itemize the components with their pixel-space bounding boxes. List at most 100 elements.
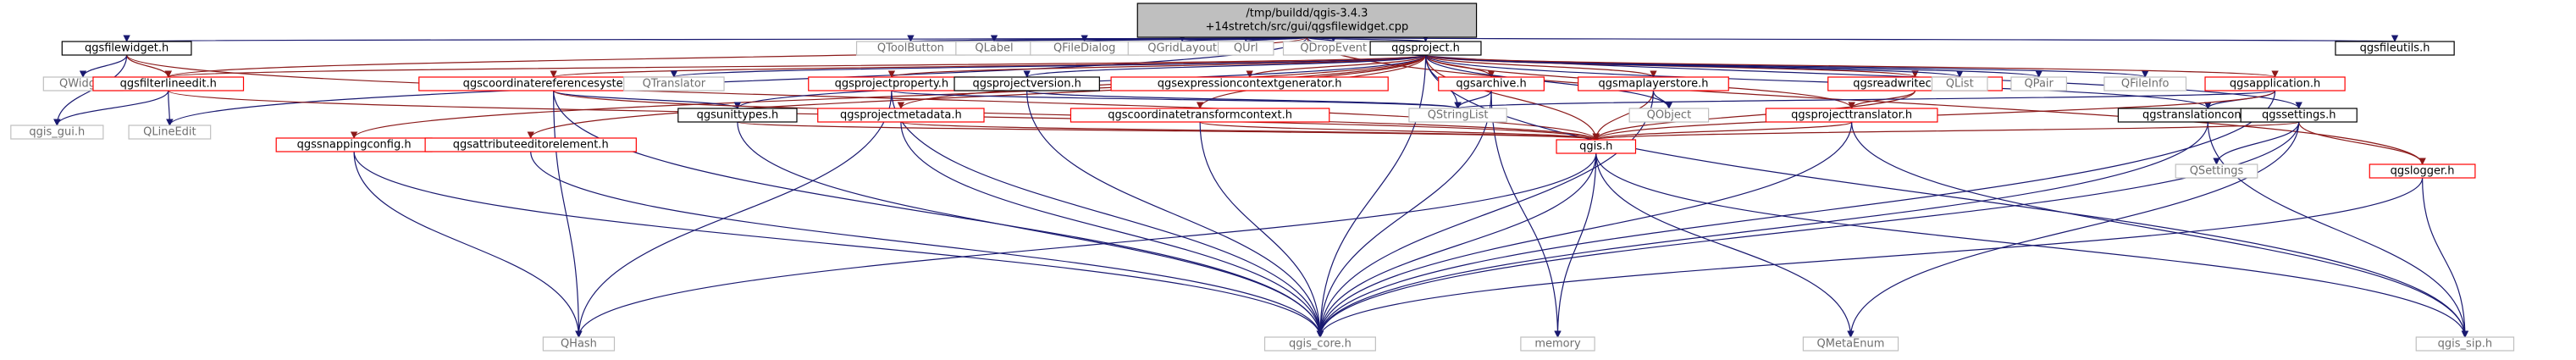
node-label: QList	[1946, 78, 1974, 91]
node-qgis-sip-h[interactable]: qgis_sip.h	[2415, 336, 2515, 352]
node-qdropevent[interactable]: QDropEvent	[1282, 41, 1385, 56]
node-box	[128, 125, 212, 140]
edge-qgssettings-h-to-qmetaenum	[1847, 121, 2300, 338]
node-qstringlist[interactable]: QStringList	[1408, 108, 1507, 123]
edge-qgsprojectversion-h-to-qgis-core-h	[1026, 90, 1324, 338]
node-qgsattributeeditorelement-h[interactable]: qgsattributeeditorelement.h	[424, 137, 637, 152]
node-qhash[interactable]: QHash	[542, 336, 616, 352]
edge-root-to-qgsfilewidget-h	[126, 34, 1307, 42]
node-box	[61, 41, 192, 56]
node-box	[1628, 108, 1710, 123]
edge-qgssettings-h-to-qgslogger-h	[2298, 121, 2426, 165]
node-qgis-gui-h[interactable]: qgis_gui.h	[10, 125, 104, 140]
node-box	[1802, 336, 1899, 352]
node-label: QUrl	[1234, 42, 1258, 55]
node-qgsfileutils-h[interactable]: qgsfileutils.h	[2335, 41, 2455, 56]
edge-qgssettings-h-to-qsettings	[2213, 121, 2300, 165]
node-qgsprojecttranslator-h[interactable]: qgsprojecttranslator.h	[1765, 108, 1938, 123]
edge-qgsproject-h-to-qgsprojectproperty-h	[888, 54, 1427, 78]
node-box	[2415, 336, 2515, 352]
node-label: qgssnappingconfig.h	[297, 139, 412, 152]
edge-qgsproject-h-to-qgsprojectversion-h	[1023, 54, 1427, 78]
node-qgssnappingconfig-h[interactable]: qgssnappingconfig.h	[275, 137, 433, 152]
node-label: qgsattributeeditorelement.h	[453, 139, 609, 152]
edge-qgsproject-h-to-qgsfilterlineedit-h	[165, 54, 1427, 78]
node-label: qgsfilewidget.h	[85, 42, 169, 55]
node-qgsexpressioncontextgenerator-h[interactable]: qgsexpressioncontextgenerator.h	[1110, 76, 1389, 91]
node-label: qgis_sip.h	[2438, 338, 2492, 351]
edge-qgslogger-h-to-qgis-sip-h	[2421, 177, 2469, 338]
edge-qgsproject-h-to-qgsmaplayerstore-h	[1424, 54, 1657, 78]
node-label: qgssettings.h	[2262, 109, 2336, 122]
node-qgridlayout[interactable]: QGridLayout	[1127, 41, 1237, 56]
node-qurl[interactable]: QUrl	[1217, 41, 1274, 56]
edge-root-to-qgslogger-h	[1306, 36, 2426, 165]
node-qgscoordinatetransformcontext-h[interactable]: qgscoordinatetransformcontext.h	[1070, 108, 1330, 123]
node-label: qgis_gui.h	[29, 126, 85, 139]
edge-qgsproject-h-to-qgsexpressioncontextgenerator-h	[1246, 54, 1427, 78]
node-qgsprojectmetadata-h[interactable]: qgsprojectmetadata.h	[817, 108, 985, 123]
node-qlist[interactable]: QList	[1931, 76, 1988, 91]
node-label: qgscoordinatetransformcontext.h	[1108, 109, 1292, 122]
node-qgsprojectversion-h[interactable]: qgsprojectversion.h	[954, 76, 1100, 91]
node-box	[542, 336, 616, 352]
node-qobject[interactable]: QObject	[1628, 108, 1710, 123]
node-label: memory	[1534, 338, 1581, 351]
node-label: QObject	[1647, 109, 1692, 122]
node-box	[1369, 41, 1482, 56]
node-box	[10, 125, 104, 140]
node-root[interactable]: /tmp/buildd/qgis-3.4.3+14stretch/src/gui…	[1136, 3, 1478, 38]
node-qgsproject-h[interactable]: qgsproject.h	[1369, 41, 1482, 56]
node-box	[92, 76, 245, 91]
node-qmetaenum[interactable]: QMetaEnum	[1802, 336, 1899, 352]
edge-qgstranslationcontext-h-to-qgis-core-h	[1316, 121, 2208, 338]
node-label: QMetaEnum	[1817, 338, 1885, 351]
edge-qgsproject-h-to-qpair	[1424, 54, 2043, 78]
node-qgsprojectproperty-h[interactable]: qgsprojectproperty.h	[808, 76, 976, 91]
edge-qgsfilewidget-h-to-qgsfilterlineedit-h	[126, 54, 172, 78]
edge-qgscoordinatereferencesystem-h-to-qgis-core-h	[553, 90, 1324, 338]
edge-qgsprojecttranslator-h-to-qgis-h	[1592, 121, 1853, 141]
node-label: qgscoordinatereferencesystem.h	[463, 78, 644, 91]
edge-qgsfilterlineedit-h-to-qlineedit	[166, 90, 174, 126]
node-memory[interactable]: memory	[1520, 336, 1595, 352]
node-qsettings[interactable]: QSettings	[2175, 163, 2258, 179]
edge-qgsprojectmetadata-h-to-qgis-h	[900, 121, 1600, 141]
node-qlabel[interactable]: QLabel	[955, 41, 1033, 56]
node-box	[1217, 41, 1274, 56]
node-qgsfilewidget-h[interactable]: qgsfilewidget.h	[61, 41, 192, 56]
node-qgsapplication-h[interactable]: qgsapplication.h	[2204, 76, 2346, 91]
node-qgsarchive-h[interactable]: qgsarchive.h	[1438, 76, 1545, 91]
edge-qgsprojectmetadata-h-to-qgis-core-h	[900, 121, 1324, 338]
edge-qgsattributeeditorelement-h-to-qgis-core-h	[530, 151, 1324, 338]
node-label: QLabel	[975, 42, 1013, 55]
node-qgis-h[interactable]: qgis.h	[1556, 139, 1637, 154]
node-box	[2103, 76, 2187, 91]
node-qgsfilterlineedit-h[interactable]: qgsfilterlineedit.h	[92, 76, 245, 91]
node-qtoolbutton[interactable]: QToolButton	[855, 41, 965, 56]
node-box	[1578, 76, 1729, 91]
node-qlineedit[interactable]: QLineEdit	[128, 125, 212, 140]
node-qgsmaplayerstore-h[interactable]: qgsmaplayerstore.h	[1578, 76, 1729, 91]
node-box	[2335, 41, 2455, 56]
edge-root-to-qgsproject-h	[1306, 35, 1429, 42]
node-qfileinfo[interactable]: QFileInfo	[2103, 76, 2187, 91]
edge-qgsprojectversion-h-to-qstringlist	[1026, 90, 1462, 109]
node-label: qgis_core.h	[1289, 338, 1352, 351]
node-box	[1520, 336, 1595, 352]
edge-qgsproject-h-to-qobject	[1424, 54, 1673, 109]
node-label: qgsfilterlineedit.h	[120, 78, 217, 91]
node-box	[1408, 108, 1507, 123]
node-label: QTranslator	[643, 78, 706, 91]
node-qfiledialog[interactable]: QFileDialog	[1030, 41, 1140, 56]
node-qtranslator[interactable]: QTranslator	[623, 76, 725, 91]
nodes: /tmp/buildd/qgis-3.4.3+14stretch/src/gui…	[10, 3, 2515, 352]
node-qgsunittypes-h[interactable]: qgsunittypes.h	[677, 108, 798, 123]
node-qgssettings-h[interactable]: qgssettings.h	[2240, 108, 2358, 123]
node-qgslogger-h[interactable]: qgslogger.h	[2369, 163, 2476, 179]
node-label: QFileInfo	[2121, 78, 2170, 91]
node-label: QFileDialog	[1053, 42, 1115, 55]
edge-qgsapplication-h-to-qgis-core-h	[1316, 90, 2276, 338]
node-qpair[interactable]: QPair	[2010, 76, 2067, 91]
node-qgis-core-h[interactable]: qgis_core.h	[1263, 336, 1376, 352]
